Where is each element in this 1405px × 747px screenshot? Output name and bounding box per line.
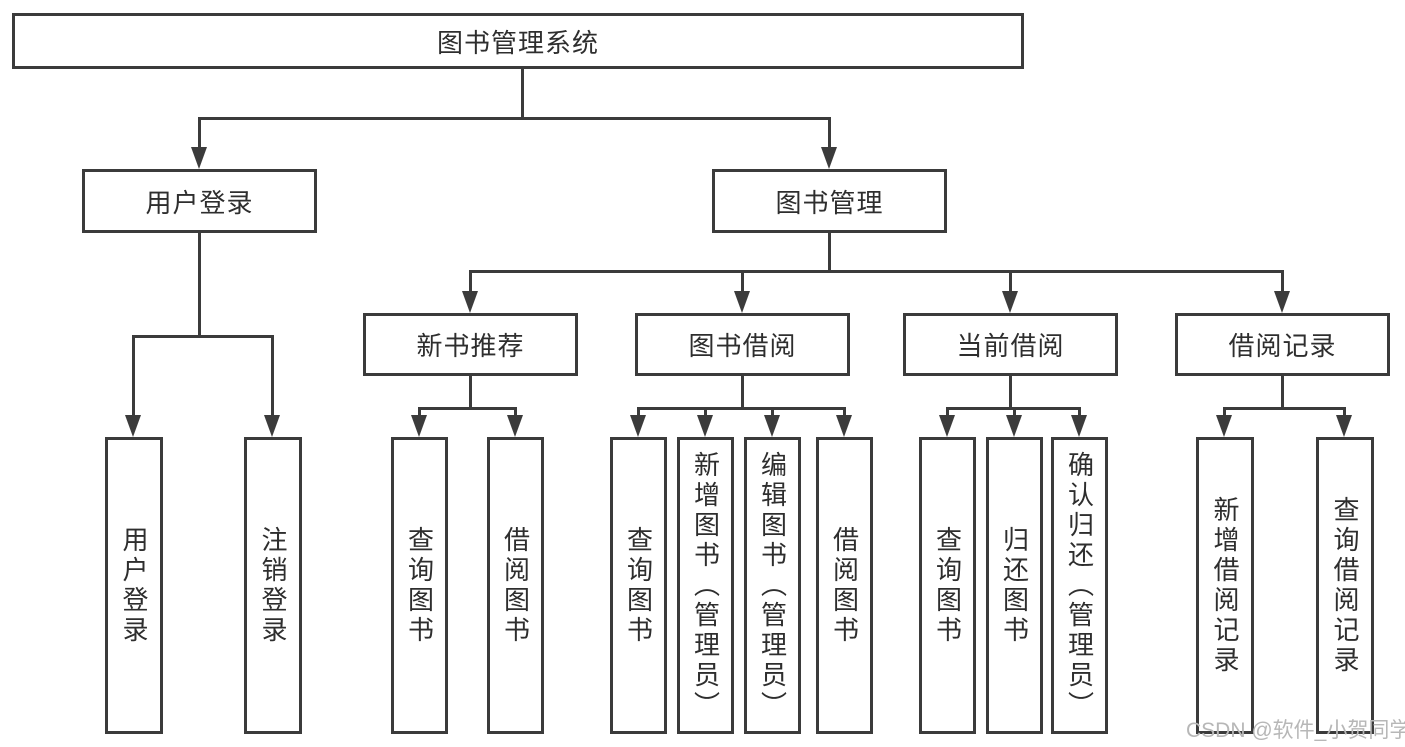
connector-arrow-stem [198,117,201,147]
node-user-login: 用户登录 [105,437,163,734]
connector-arrow-stem [1281,270,1284,291]
arrowhead-icon [191,147,207,169]
connector-arrow-stem [741,270,744,291]
connector-level1-bar [198,117,831,120]
node-label: 新增借阅记录 [1210,495,1240,676]
node-user-login-group: 用户登录 [82,169,317,233]
arrowhead-icon [1216,415,1232,437]
node-confirm-return-admin: 确认归还（管理员） [1051,437,1108,734]
node-label: 查询图书 [623,525,654,646]
node-label: 查询图书 [932,525,963,646]
connector-arrow-stem [946,407,949,415]
connector-arrow-stem [843,407,846,415]
node-label: 查询借阅记录 [1330,495,1360,676]
connector-arrow-stem [1343,407,1346,415]
arrowhead-icon [125,415,141,437]
connector-arrow-stem [828,117,831,147]
arrowhead-icon [1336,415,1352,437]
connector-root-stem [521,69,524,117]
connector-arrow-stem [132,335,135,415]
node-label: 确认归还（管理员） [1064,450,1095,721]
connector-arrow-stem [1223,407,1226,415]
node-label: 注销登录 [258,525,288,646]
node-label: 查询图书 [404,525,435,646]
node-label: 借阅图书 [500,525,531,646]
node-add-book-admin: 新增图书（管理员） [677,437,734,734]
arrowhead-icon [1274,291,1290,313]
node-label: 当前借阅 [956,331,1065,361]
node-new-book-recommend: 新书推荐 [363,313,578,376]
node-return-book: 归还图书 [986,437,1043,734]
connector-arrow-stem [1078,407,1081,415]
node-query-borrow-record: 查询借阅记录 [1316,437,1374,734]
node-book-management: 图书管理 [712,169,947,233]
node-label: 借阅记录 [1228,331,1337,361]
arrowhead-icon [764,415,780,437]
connector-arrow-stem [637,407,640,415]
arrowhead-icon [411,415,427,437]
node-logout: 注销登录 [244,437,302,734]
connector-arrow-stem [514,407,517,415]
arrowhead-icon [821,147,837,169]
connector-arrow-stem [271,335,274,415]
node-query-books-recommend: 查询图书 [391,437,448,734]
node-label: 编辑图书（管理员） [757,450,788,721]
csdn-watermark: CSDN @软件_小贺同学 [1186,719,1405,742]
arrowhead-icon [939,415,955,437]
node-current-borrowing: 当前借阅 [903,313,1118,376]
arrowhead-icon [264,415,280,437]
node-borrowing-records: 借阅记录 [1175,313,1390,376]
node-label: 图书借阅 [688,331,797,361]
connector-current-stem [1009,376,1012,407]
arrowhead-icon [1006,415,1022,437]
connector-book-mgmt-stem [828,233,831,270]
connector-borrowing-stem [741,376,744,407]
connector-records-stem [1281,376,1284,407]
node-label: 用户登录 [145,187,254,218]
connector-arrow-stem [469,270,472,291]
connector-level2-bar [469,270,1284,273]
connector-arrow-stem [418,407,421,415]
node-book-borrowing: 图书借阅 [635,313,850,376]
node-query-books-borrowing: 查询图书 [610,437,667,734]
node-label: 借阅图书 [829,525,860,646]
connector-arrow-stem [1009,270,1012,291]
connector-arrow-stem [704,407,707,415]
connector-arrow-stem [771,407,774,415]
node-add-borrow-record: 新增借阅记录 [1196,437,1254,734]
node-borrow-books-recommend: 借阅图书 [487,437,544,734]
node-label: 图书管理系统 [436,27,599,58]
arrowhead-icon [1071,415,1087,437]
node-label: 用户登录 [119,525,149,646]
node-edit-book-admin: 编辑图书（管理员） [744,437,801,734]
connector-records-bar [1223,407,1346,410]
node-label: 新书推荐 [416,331,525,361]
connector-user-login-stem [198,233,201,335]
connector-recommend-stem [469,376,472,407]
node-library-system: 图书管理系统 [12,13,1024,69]
arrowhead-icon [462,291,478,313]
arrowhead-icon [734,291,750,313]
node-label: 图书管理 [775,187,884,218]
arrowhead-icon [630,415,646,437]
arrowhead-icon [507,415,523,437]
node-query-books-current: 查询图书 [919,437,976,734]
arrowhead-icon [697,415,713,437]
connector-arrow-stem [1013,407,1016,415]
node-label: 新增图书（管理员） [690,450,721,721]
connector-recommend-bar [418,407,517,410]
node-label: 归还图书 [999,525,1030,646]
node-borrow-books: 借阅图书 [816,437,873,734]
connector-user-login-bar [132,335,274,338]
arrowhead-icon [1002,291,1018,313]
connector-borrowing-bar [637,407,846,410]
arrowhead-icon [836,415,852,437]
